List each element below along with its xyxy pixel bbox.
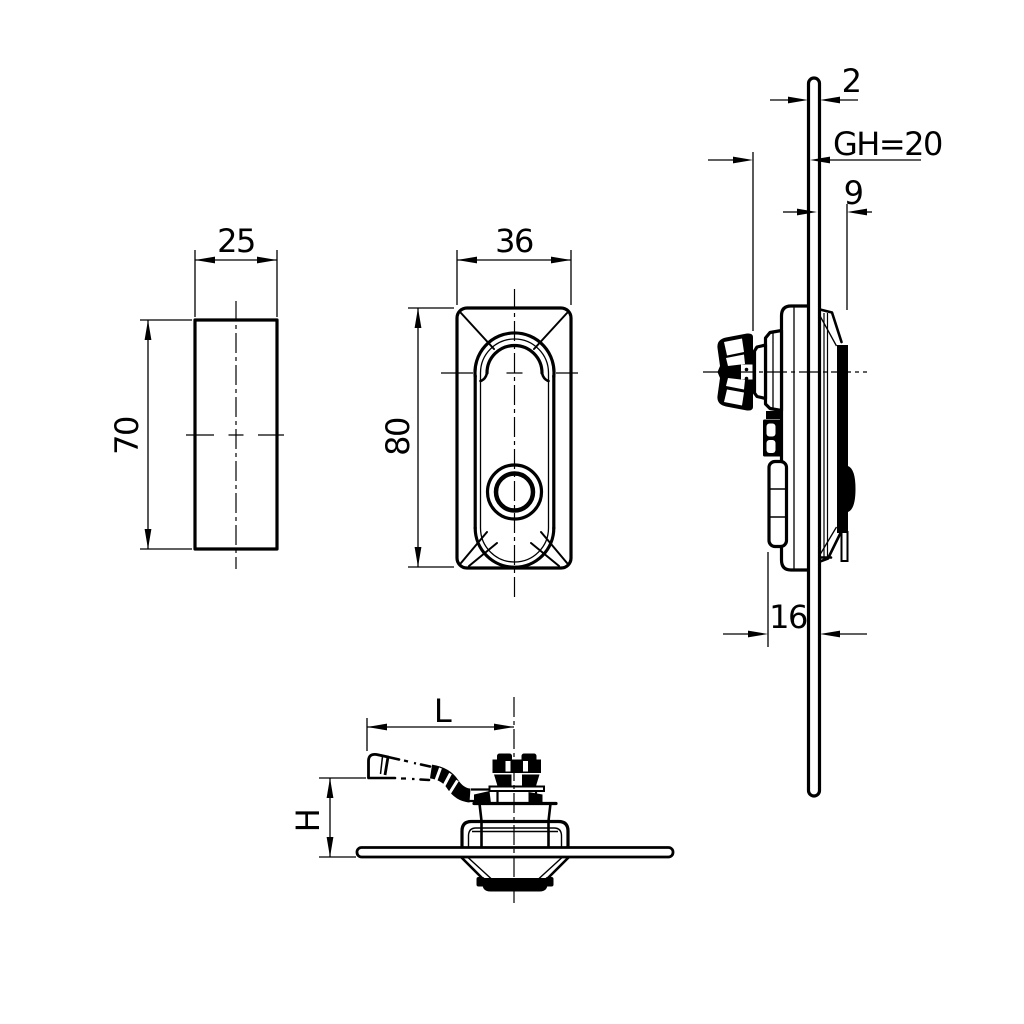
arrowhead — [195, 256, 215, 264]
side-view — [703, 76, 867, 798]
arrowhead — [144, 529, 152, 549]
dim-cam-length: L — [366, 692, 514, 751]
arrowhead — [457, 256, 477, 264]
dim-cutout-height: 70 — [108, 319, 192, 550]
dim-panel-thickness: 2 — [770, 62, 862, 104]
dim-front-height: 80 — [379, 307, 454, 568]
dim-label-front-depth: 9 — [844, 174, 863, 212]
arrowhead — [414, 547, 422, 567]
cam-panel-plate — [355, 846, 675, 859]
dim-label-panel-thickness: 2 — [842, 62, 861, 100]
cam-gasket — [460, 819, 570, 850]
arrowhead — [748, 630, 768, 638]
front-slot-bottom-outer — [473, 526, 556, 569]
side-nut — [763, 419, 783, 457]
cam-wingnut-stack — [472, 753, 558, 823]
dim-label-cam-height: H — [289, 810, 327, 833]
dim-front-width: 36 — [456, 222, 572, 305]
front-bottom-chamfers — [460, 531, 568, 567]
side-collar-base — [766, 411, 782, 419]
side-seal-pad — [818, 308, 856, 563]
dim-cam-height: H — [289, 777, 366, 858]
dim-front-depth: 9 — [783, 174, 872, 216]
cam-lever — [367, 752, 490, 803]
dim-rear-depth: 16 — [723, 598, 867, 638]
front-arch-feet — [479, 371, 550, 383]
dim-label-rear-depth: 16 — [769, 598, 807, 636]
arrowhead — [820, 96, 840, 104]
dim-label-front-height: 80 — [379, 418, 417, 456]
arrowhead — [788, 96, 808, 104]
arrowhead — [847, 208, 867, 216]
front-view — [441, 289, 578, 601]
arrowhead — [326, 778, 334, 798]
panel-plate — [806, 76, 822, 798]
arrowhead — [144, 320, 152, 340]
arrowhead — [810, 156, 830, 164]
arrowhead — [367, 723, 387, 731]
arrowhead — [414, 308, 422, 328]
dim-label-grip-height: GH=20 — [833, 125, 942, 163]
arrowhead — [494, 723, 514, 731]
dim-label-cam-length: L — [434, 692, 452, 730]
dim-cutout-width: 25 — [194, 222, 278, 317]
arrowhead — [797, 208, 817, 216]
dim-grip-height: GH=20 — [708, 125, 944, 164]
arrowhead — [820, 630, 840, 638]
front-slot-sides-outer — [473, 374, 556, 530]
arrowhead — [551, 256, 571, 264]
dim-label-cutout-height: 70 — [108, 417, 146, 455]
arrowhead — [733, 156, 753, 164]
front-slot-sides-inner — [479, 373, 550, 528]
cam-view — [355, 697, 675, 903]
dim-label-cutout-width: 25 — [217, 222, 255, 260]
cam-lower-pan — [460, 856, 570, 892]
cutout-view — [186, 301, 284, 569]
dim-label-front-width: 36 — [495, 222, 533, 260]
arrowhead — [257, 256, 277, 264]
arrowhead — [326, 837, 334, 857]
side-clip — [767, 459, 789, 549]
